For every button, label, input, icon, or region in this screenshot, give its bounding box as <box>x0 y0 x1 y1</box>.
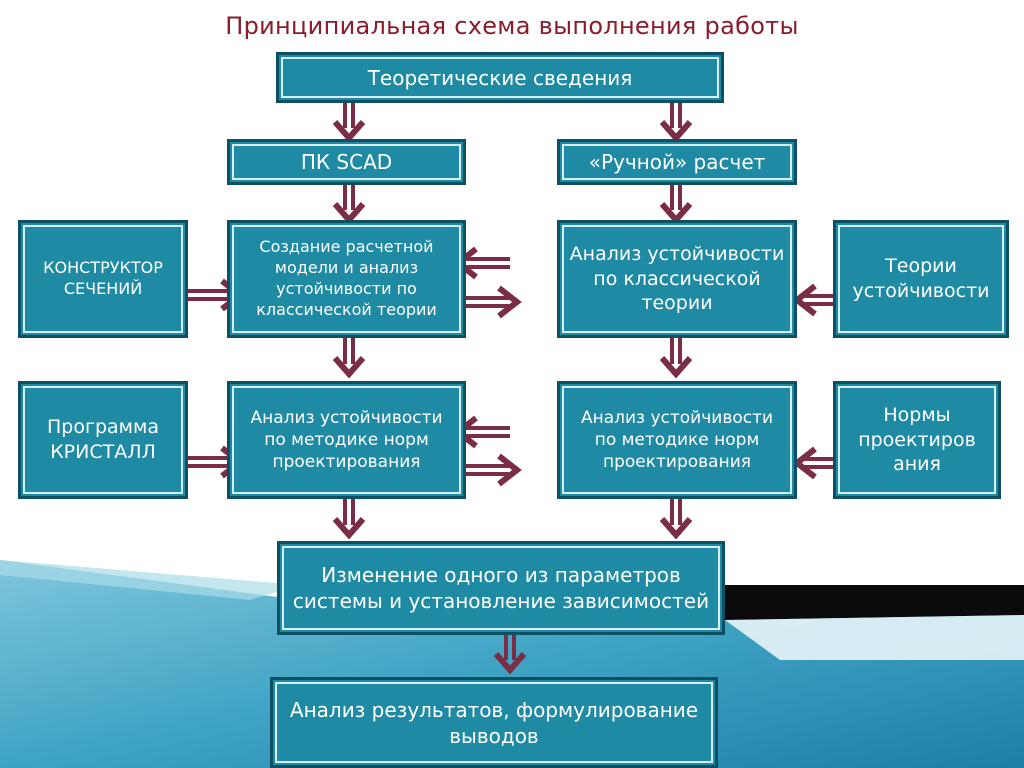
node-stability-theories: Теории устойчивости <box>833 220 1009 338</box>
node-create-model: Создание расчетной модели и анализ устой… <box>227 220 466 338</box>
node-classic-analysis: Анализ устойчивости по классической теор… <box>557 220 797 338</box>
node-kristall-program: Программа КРИСТАЛЛ <box>18 381 188 499</box>
node-manual-calc: «Ручной» расчет <box>557 139 797 185</box>
page-title: Принципиальная схема выполнения работы <box>225 12 799 40</box>
node-norms-analysis-left: Анализ устойчивости по методике норм про… <box>227 381 466 499</box>
node-design-norms: Нормы проектиров ания <box>833 381 1001 499</box>
node-section-constructor: КОНСТРУКТОР СЕЧЕНИЙ <box>18 220 188 338</box>
node-parameter-change: Изменение одного из параметров системы и… <box>277 541 725 635</box>
node-norms-analysis-right: Анализ устойчивости по методике норм про… <box>557 381 797 499</box>
node-pk-scad: ПК SCAD <box>227 139 466 185</box>
node-results-analysis: Анализ результатов, формулирование вывод… <box>270 677 718 768</box>
node-theory-info: Теоретические сведения <box>276 52 724 103</box>
